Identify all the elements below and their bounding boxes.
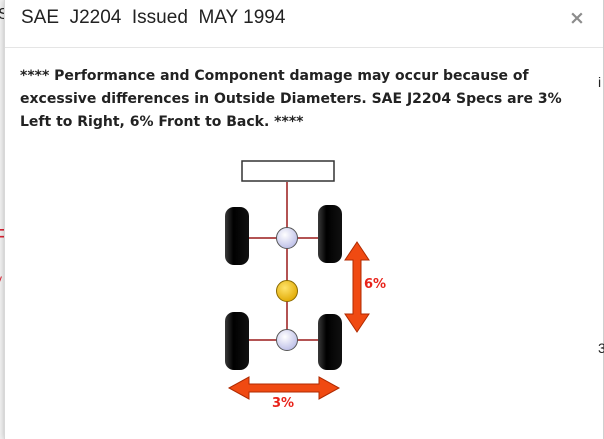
background-page-edge (0, 0, 4, 439)
background-fragment: v (0, 272, 2, 286)
rear-differential-hub (276, 329, 298, 351)
rear-left-tire (225, 312, 249, 370)
modal-header: SAE J2204 Issued MAY 1994 × (5, 0, 603, 48)
front-differential-hub (276, 227, 298, 249)
close-button[interactable]: × (567, 6, 587, 30)
front-left-tire (225, 207, 249, 265)
front-bumper (241, 160, 335, 182)
left-right-label: 3% (272, 396, 294, 411)
modal-body: **** Performance and Component damage ma… (5, 48, 603, 439)
modal-dialog: SAE J2204 Issued MAY 1994 × **** Perform… (4, 0, 604, 439)
left-right-arrow (227, 376, 341, 400)
modal-title: SAE J2204 Issued MAY 1994 (21, 7, 286, 28)
background-fragment: 3 (598, 340, 604, 356)
transfer-case-hub (276, 280, 298, 302)
front-back-arrow (344, 241, 370, 333)
front-right-tire (318, 205, 342, 263)
front-back-label: 6% (364, 277, 386, 292)
rear-right-tire (318, 314, 342, 370)
tire-diameter-diagram: 6% 3% (225, 160, 386, 411)
warning-text: **** Performance and Component damage ma… (20, 68, 562, 130)
background-fragment: i (598, 74, 602, 90)
